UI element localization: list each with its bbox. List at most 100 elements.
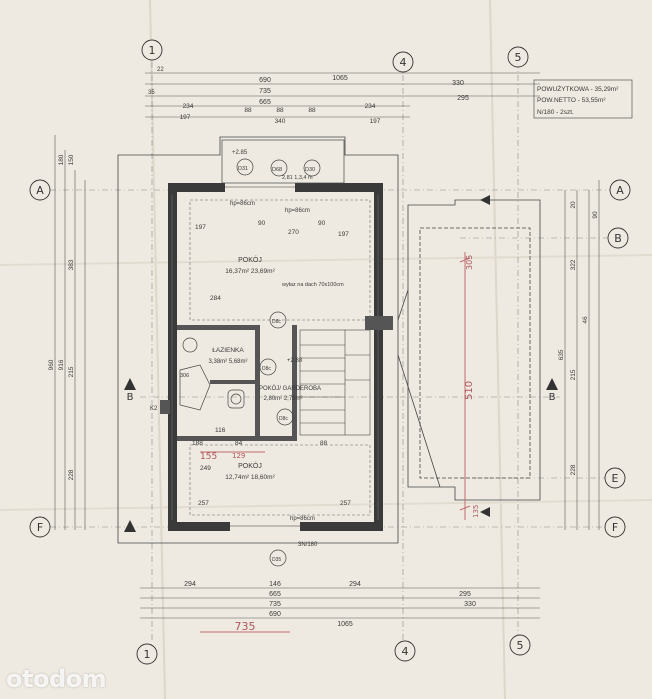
top-dim-735: 735: [259, 88, 271, 95]
left-dim-383: 383: [68, 259, 75, 270]
door-label-5: D8c: [262, 366, 271, 372]
left-dim-180: 180: [58, 154, 65, 165]
axis-label-F-left: F: [37, 521, 43, 534]
axis-label-5-top: 5: [515, 51, 522, 64]
top-dim-340: 340: [275, 118, 286, 125]
axis-label-4-top: 4: [400, 56, 407, 69]
hand-155: 155: [200, 452, 217, 462]
bottom-stair-label: 3N/180: [298, 542, 318, 548]
room-1-area: 16,37m² 23,69m²: [225, 268, 275, 275]
room-3-area: 2,80m² 2,78m²: [263, 396, 302, 402]
bottom-dim-294b: 294: [349, 581, 361, 588]
section-label-b-left: B: [127, 392, 134, 403]
door-label-3: D30: [305, 167, 315, 173]
left-dim-228: 228: [68, 469, 75, 480]
section-arrow-c-top: [480, 195, 490, 205]
right-dim-322: 322: [570, 259, 577, 270]
right-dim-228: 228: [570, 464, 577, 475]
axis-label-B-right: B: [614, 232, 622, 245]
bottom-dim-295: 295: [459, 591, 471, 598]
room-4-area: 12,74m² 18,60m²: [225, 474, 275, 481]
level-top: +2.85: [232, 150, 248, 156]
door-label-7: D35: [272, 557, 281, 563]
axis-4-bottom: [394, 640, 416, 662]
top-dim-330: 330: [452, 80, 464, 87]
axis-label-4-bottom: 4: [402, 645, 409, 658]
axis-1-top: [141, 39, 163, 61]
top-dim-665: 665: [259, 99, 271, 106]
axis-label-A-left: A: [36, 184, 44, 197]
legend-net-area: POW.NETTO - 53,55m²: [537, 97, 606, 104]
top-dim-88b: 88: [276, 107, 284, 114]
dim-88: 88: [320, 440, 328, 447]
top-dim-22: 22: [157, 67, 164, 73]
dim-249: 249: [200, 465, 211, 472]
axis-4-top: [392, 51, 414, 73]
axis-label-A-right: A: [616, 184, 624, 197]
bottom-dim-735: 735: [269, 601, 281, 608]
watermark-logo: otodom: [6, 665, 107, 693]
dim-90b: 90: [318, 220, 326, 227]
top-dim-234b: 234: [365, 103, 376, 110]
axis-F-left: [29, 516, 51, 538]
door-label-4: D8c: [272, 319, 281, 325]
dim-197a: 197: [195, 224, 206, 231]
axis-label-1-bottom: 1: [144, 648, 151, 661]
top-dim-690: 690: [259, 77, 271, 84]
axis-A-left: [29, 179, 51, 201]
axis-label-F-right: F: [612, 521, 618, 534]
dim-270: 270: [288, 229, 299, 236]
axis-label-1-top: 1: [149, 44, 156, 57]
room-3-name: POKÓJ/ GARDEROBA: [259, 385, 321, 392]
room-2-name: ŁAZIENKA: [212, 347, 244, 354]
legend-usable-area: POWUŻYTKOWA - 35,29m²: [537, 84, 619, 93]
right-dim-90: 90: [592, 211, 599, 219]
hand-510: 510: [464, 381, 475, 400]
door-label-1: D31: [238, 166, 248, 172]
section-label-b-right: B: [549, 392, 556, 403]
axis-B-right: [607, 227, 629, 249]
bottom-dim-294a: 294: [184, 581, 196, 588]
dim-84: 84: [235, 440, 243, 447]
top-dim-295: 295: [457, 95, 469, 102]
dim-257a: 257: [198, 500, 209, 507]
roof-hatch-label: wyłaz na dach 70x100cm: [281, 282, 344, 288]
room-4-name: POKÓJ: [238, 461, 262, 470]
axis-F-right: [604, 516, 626, 538]
section-arrow-b-left: [124, 378, 136, 390]
axis-label-E-right: E: [612, 472, 619, 485]
section-arrow-a-left: [124, 520, 136, 532]
top-dim-88c: 88: [308, 107, 316, 114]
right-dim-635: 635: [558, 349, 565, 360]
bottom-dim-690: 690: [269, 611, 281, 618]
axis-5-top: [507, 46, 529, 68]
top-dim-197b: 197: [370, 118, 381, 125]
top-dim-88a: 88: [244, 107, 252, 114]
dim-116: 116: [215, 427, 226, 434]
axis-E-right: [604, 467, 626, 489]
axis-A-right: [609, 179, 631, 201]
left-dim-150: 150: [68, 154, 75, 165]
dim-257b: 257: [340, 500, 351, 507]
dim-284: 284: [210, 295, 221, 302]
hand-129: 129: [232, 452, 245, 460]
level-mid: +2.88: [287, 358, 303, 364]
section-arrow-c-bottom: [480, 507, 490, 517]
top-dim-197a: 197: [180, 114, 191, 121]
room-1-name: POKÓJ: [238, 255, 262, 264]
left-dim-215: 215: [68, 366, 75, 377]
right-dim-46: 46: [582, 316, 589, 324]
top-dim-234a: 234: [183, 103, 194, 110]
right-dim-20: 20: [570, 201, 577, 209]
top-dim-1065: 1065: [332, 75, 348, 82]
bottom-dim-handwritten-735: 735: [235, 620, 256, 633]
axis-5-bottom: [509, 634, 531, 656]
axis-label-5-bottom: 5: [517, 639, 524, 652]
window-top-label: hp=86cm: [230, 201, 255, 207]
right-dim-215: 215: [570, 369, 577, 380]
dim-197b: 197: [338, 231, 349, 238]
window-top-label-2: hp=86cm: [285, 208, 310, 214]
